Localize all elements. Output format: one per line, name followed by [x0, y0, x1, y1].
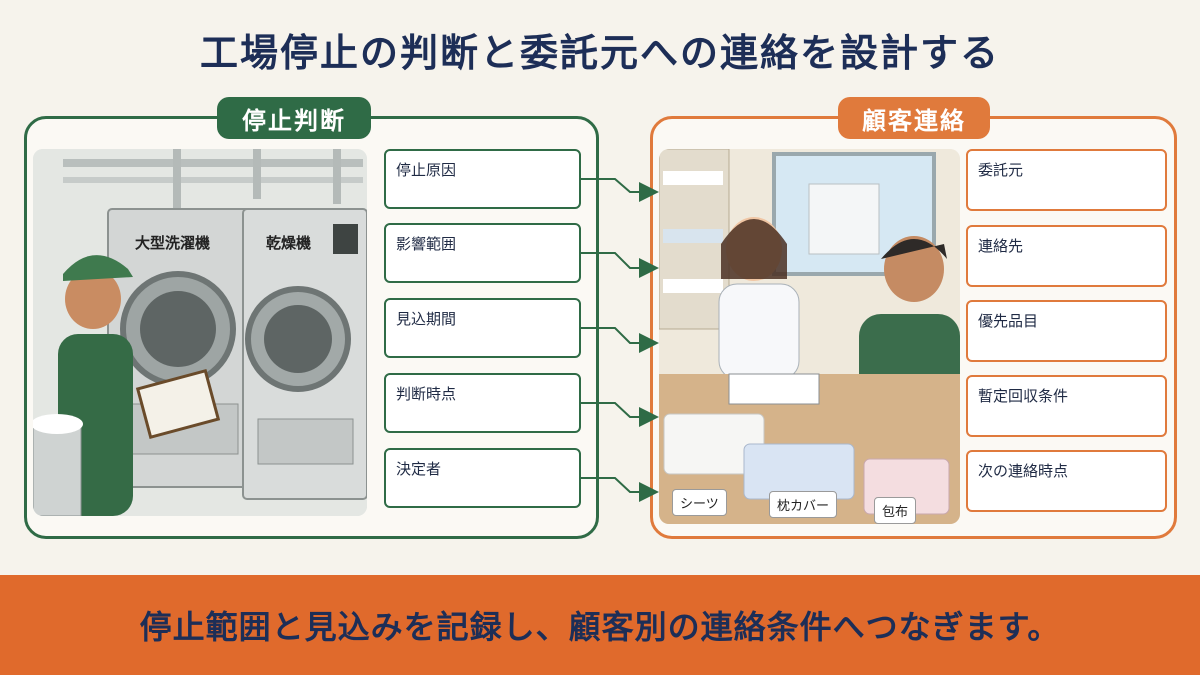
pillowcase-label: 枕カバー: [769, 491, 838, 518]
meeting-scene: [659, 149, 960, 524]
banner-text: 停止範囲と見込みを記録し、顧客別の連絡条件へつなぎます。: [139, 608, 1061, 646]
contact-box: 連絡先: [966, 225, 1167, 287]
stop-cause-box: 停止原因: [384, 149, 581, 209]
bottom-banner: 停止範囲と見込みを記録し、顧客別の連絡条件へつなぎます。: [0, 575, 1200, 675]
page-title: 工場停止の判断と委託元への連絡を設計する: [199, 31, 1000, 75]
factory-scene: [33, 149, 367, 516]
impact-scope-box: 影響範囲: [384, 223, 581, 283]
customer-contact-tag: 顧客連絡: [838, 97, 990, 139]
expected-period-box: 見込期間: [384, 298, 581, 358]
temp-pickup-box: 暫定回収条件: [966, 375, 1167, 437]
decision-time-box: 判断時点: [384, 373, 581, 433]
next-contact-box: 次の連絡時点: [966, 450, 1167, 512]
washer-label: 大型洗濯機: [135, 234, 211, 252]
sheets-label: シーツ: [672, 489, 727, 516]
client-box: 委託元: [966, 149, 1167, 211]
factory-illustration: 大型洗濯機 乾燥機: [33, 149, 367, 516]
meeting-illustration: シーツ 枕カバー 包布: [659, 149, 960, 524]
duvet-cover-label: 包布: [874, 497, 917, 524]
decision-maker-box: 決定者: [384, 448, 581, 508]
stop-decision-tag: 停止判断: [217, 97, 371, 139]
priority-items-box: 優先品目: [966, 300, 1167, 362]
dryer-label: 乾燥機: [266, 234, 312, 252]
